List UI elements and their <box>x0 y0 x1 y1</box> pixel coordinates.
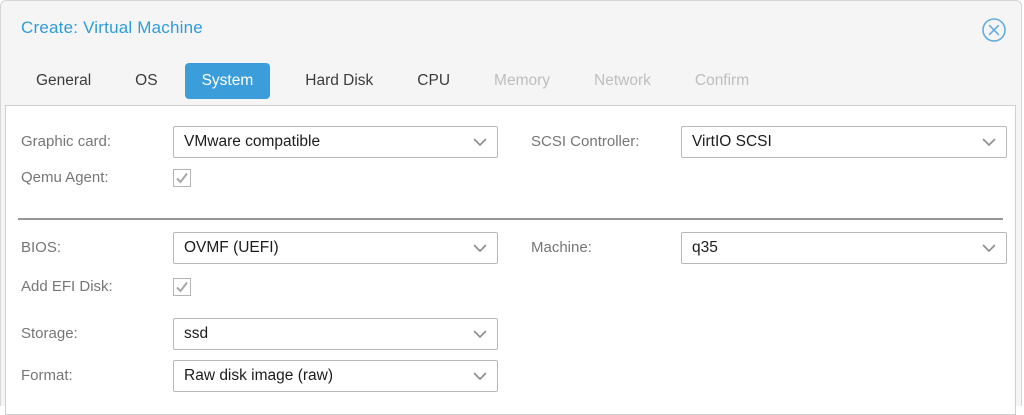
dialog-titlebar: Create: Virtual Machine <box>1 1 1021 57</box>
chevron-down-icon <box>473 372 487 381</box>
graphic-card-value: VMware compatible <box>184 133 321 150</box>
close-icon[interactable] <box>980 16 1008 44</box>
tab-hard-disk[interactable]: Hard Disk <box>305 72 374 89</box>
chevron-down-icon <box>473 244 487 253</box>
format-select[interactable]: Raw disk image (raw) <box>173 360 498 392</box>
machine-value: q35 <box>692 239 718 256</box>
chevron-down-icon <box>473 138 487 147</box>
storage-select[interactable]: ssd <box>173 318 498 350</box>
scsi-controller-value: VirtIO SCSI <box>692 133 772 150</box>
tab-os[interactable]: OS <box>135 72 158 89</box>
tab-bar: General OS System Hard Disk CPU Memory N… <box>19 61 1011 101</box>
tab-network: Network <box>594 72 651 89</box>
tab-confirm: Confirm <box>694 72 750 89</box>
storage-value: ssd <box>184 325 209 342</box>
chevron-down-icon <box>473 330 487 339</box>
tab-cpu[interactable]: CPU <box>417 72 451 89</box>
machine-select[interactable]: q35 <box>681 232 1007 264</box>
bios-select[interactable]: OVMF (UEFI) <box>173 232 498 264</box>
graphic-card-select[interactable]: VMware compatible <box>173 126 498 158</box>
scsi-controller-label: SCSI Controller: <box>531 133 640 150</box>
system-tab-panel: Graphic card: VMware compatible SCSI Con… <box>5 105 1016 415</box>
bios-label: BIOS: <box>21 239 62 256</box>
bios-value: OVMF (UEFI) <box>184 239 279 256</box>
machine-label: Machine: <box>531 239 592 256</box>
tab-memory: Memory <box>494 72 551 89</box>
tab-general[interactable]: General <box>36 72 92 89</box>
storage-label: Storage: <box>21 325 78 342</box>
tab-system[interactable]: System <box>184 63 271 99</box>
qemu-agent-checkbox[interactable] <box>173 169 191 187</box>
format-value: Raw disk image (raw) <box>184 367 334 384</box>
chevron-down-icon <box>982 244 996 253</box>
qemu-agent-label: Qemu Agent: <box>21 169 109 186</box>
section-divider <box>18 218 1003 220</box>
dialog-title: Create: Virtual Machine <box>21 18 203 37</box>
scsi-controller-select[interactable]: VirtIO SCSI <box>681 126 1007 158</box>
chevron-down-icon <box>982 138 996 147</box>
format-label: Format: <box>21 367 73 384</box>
add-efi-disk-checkbox[interactable] <box>173 278 191 296</box>
graphic-card-label: Graphic card: <box>21 133 112 150</box>
add-efi-disk-label: Add EFI Disk: <box>21 278 113 295</box>
